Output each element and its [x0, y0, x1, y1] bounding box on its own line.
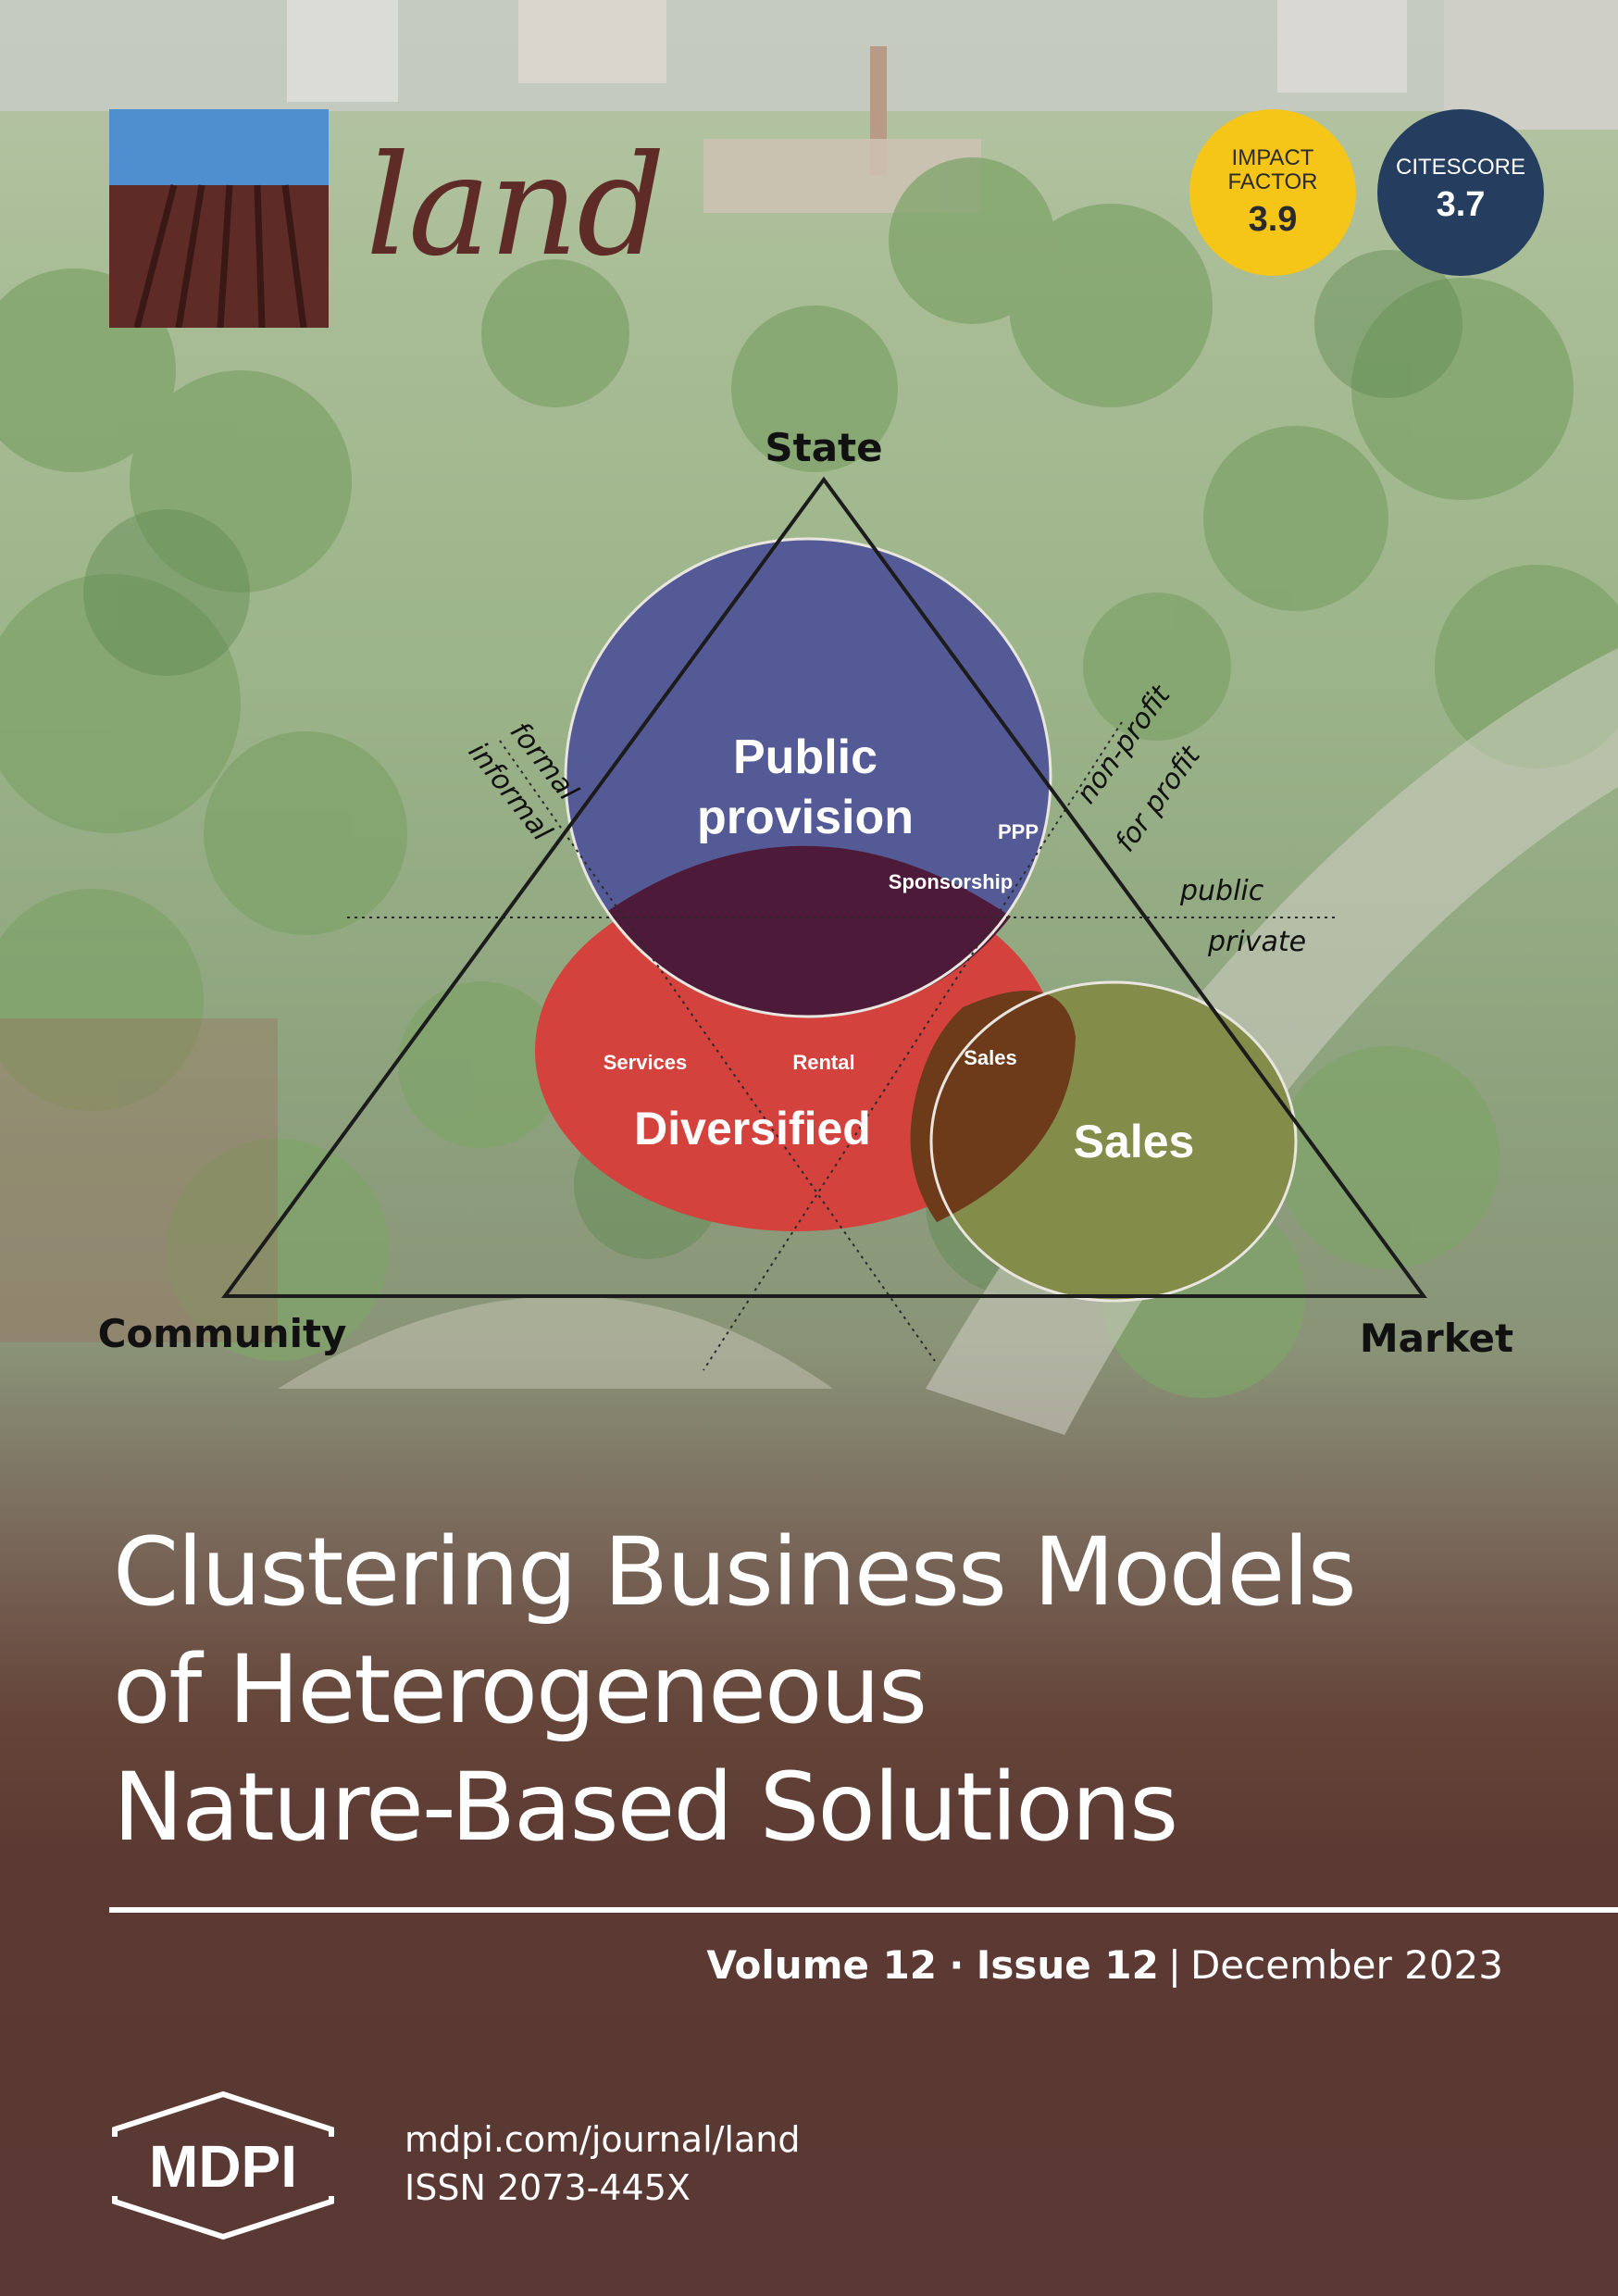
issue-separator: |: [1167, 1942, 1181, 1988]
ppp-label: PPP: [998, 820, 1039, 843]
volume-text: Volume 12: [706, 1942, 938, 1988]
land-journal-logo: [109, 109, 329, 328]
issue-dot: ·: [949, 1942, 965, 1988]
title-divider: [109, 1907, 1618, 1913]
private-label: private: [1207, 926, 1306, 958]
title-line-2: of Heterogeneous: [113, 1635, 927, 1745]
citescore-value: 3.7: [1436, 185, 1486, 224]
title-line-3: Nature-Based Solutions: [113, 1753, 1178, 1863]
impact-factor-badge: IMPACT FACTOR 3.9: [1189, 109, 1356, 276]
impact-factor-label: IMPACT FACTOR: [1227, 145, 1318, 194]
public-label: public: [1179, 875, 1264, 907]
issue-date: December 2023: [1189, 1942, 1503, 1988]
public-diversified-overlap: [606, 845, 1011, 1017]
journal-links: mdpi.com/journal/land ISSN 2073-445X: [404, 2115, 800, 2212]
impact-factor-value: 3.9: [1248, 200, 1298, 239]
sponsorship-label: Sponsorship: [889, 870, 1013, 893]
journal-name: land: [366, 126, 666, 287]
business-model-diagram: State Community Market Public provision …: [98, 425, 1513, 1371]
market-label: Market: [1360, 1316, 1513, 1361]
mdpi-wordmark: MDPI: [149, 2133, 297, 2200]
state-label: State: [765, 425, 882, 470]
services-label: Services: [604, 1051, 688, 1074]
issn-text: ISSN 2073-445X: [404, 2167, 691, 2208]
sales-label: Sales: [1074, 1116, 1195, 1167]
issue-info: Volume 12 · Issue 12|December 2023: [706, 1942, 1503, 1988]
journal-url-link[interactable]: mdpi.com/journal/land: [404, 2119, 801, 2160]
citescore-label: CITESCORE: [1395, 155, 1525, 180]
mdpi-logo: MDPI: [109, 2090, 337, 2240]
diversified-sales-overlap: [910, 991, 1076, 1222]
public-provision-line1: Public: [733, 730, 877, 784]
diversified-label: Diversified: [634, 1103, 871, 1154]
sales-overlap-label: Sales: [964, 1046, 1017, 1069]
article-title: Clustering Business Models of Heterogene…: [113, 1514, 1557, 1866]
triangle: [221, 476, 1427, 1298]
issue-text: Issue 12: [976, 1942, 1159, 1988]
rental-label: Rental: [792, 1051, 854, 1074]
public-provision-line2: provision: [697, 791, 914, 844]
community-label: Community: [98, 1311, 347, 1356]
citescore-badge: CITESCORE 3.7: [1377, 109, 1544, 276]
title-line-1: Clustering Business Models: [113, 1517, 1357, 1628]
